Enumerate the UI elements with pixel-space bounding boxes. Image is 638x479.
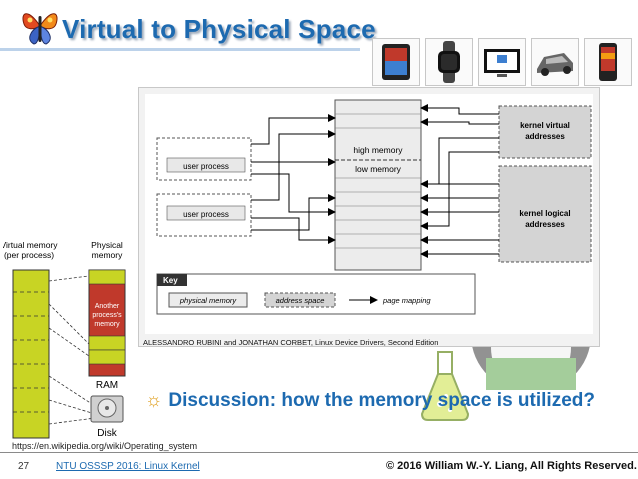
physical-memory-label-2: memory	[92, 250, 123, 260]
smartwatch-icon	[425, 38, 473, 86]
discussion-bullet: ☼Discussion: how the memory space is uti…	[145, 390, 595, 412]
disk-label: Disk	[97, 428, 117, 439]
kernel-logical-label-2: addresses	[525, 220, 565, 229]
physical-memory-label-1: Physical	[91, 240, 123, 250]
physical-memory-column	[334, 99, 422, 271]
disk-icon	[90, 395, 124, 423]
virtual-memory-bar	[12, 269, 50, 439]
sun-bullet-icon: ☼	[145, 390, 163, 411]
another-process-label-1: Another	[95, 303, 120, 310]
virtual-memory-diagram: Virtual memory (per process) Physical me…	[1, 236, 143, 446]
slide-title: Virtual to Physical Space	[62, 14, 376, 44]
key-label: Key	[163, 276, 178, 285]
ram-label: RAM	[96, 380, 118, 391]
kernel-logical-label-1: kernel logical	[519, 209, 570, 218]
copyright-notice: © 2016 William W.-Y. Liang, All Rights R…	[386, 460, 637, 472]
user-process-label-1: user process	[183, 162, 229, 171]
tv-icon	[478, 38, 526, 86]
title-underline	[0, 48, 360, 51]
source-url: https://en.wikipedia.org/wiki/Operating_…	[12, 441, 198, 451]
user-process-label-2: user process	[183, 210, 229, 219]
flask-icon	[418, 348, 472, 422]
phone-icon	[584, 38, 632, 86]
key-address-space: address space	[276, 296, 325, 305]
kernel-virtual-label-1: kernel virtual	[520, 121, 570, 130]
memory-mapping-diagram: user process user process high memory lo…	[138, 87, 600, 347]
discussion-text: Discussion: how the memory space is util…	[168, 390, 595, 411]
virtual-memory-label-2: (per process)	[4, 250, 54, 260]
another-process-label-3: memory	[94, 321, 120, 328]
tablet-icon	[372, 38, 420, 86]
high-memory-label: high memory	[353, 145, 403, 155]
kernel-logical-box	[498, 165, 592, 263]
key-page-mapping: page mapping	[382, 296, 431, 305]
footer-divider	[0, 452, 638, 453]
another-process-label-2: process's	[92, 312, 122, 319]
kernel-virtual-box	[498, 105, 592, 159]
kernel-virtual-label-2: addresses	[525, 132, 565, 141]
device-strip	[372, 38, 632, 86]
virtual-memory-label-1: Virtual memory	[3, 240, 58, 250]
course-link[interactable]: NTU OSSSP 2016: Linux Kernel	[56, 461, 200, 472]
low-memory-label: low memory	[355, 164, 402, 174]
page-number: 27	[18, 461, 30, 472]
key-physical-memory: physical memory	[179, 296, 238, 305]
car-icon	[531, 38, 579, 86]
butterfly-logo-icon	[18, 4, 62, 48]
diagram-caption: ALESSANDRO RUBINI and JONATHAN CORBET, L…	[143, 338, 439, 347]
page-mapping-arrows	[251, 104, 499, 258]
